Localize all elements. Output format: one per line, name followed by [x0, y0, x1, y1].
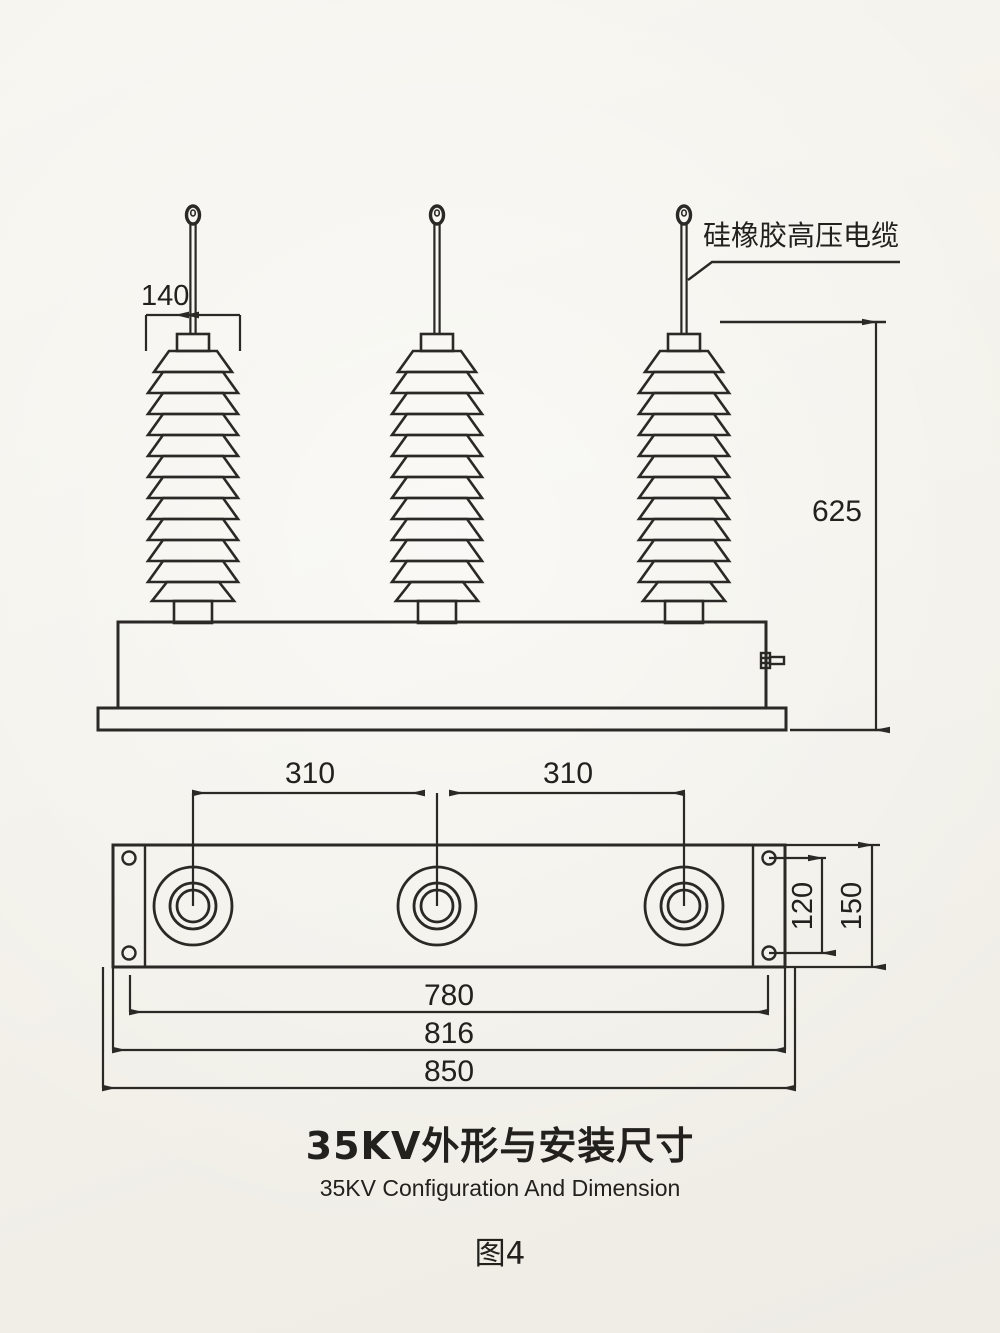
cable-callout: 硅橡胶高压电缆 [687, 220, 900, 281]
dimension-150: 150 [785, 841, 886, 971]
insulator-phase-b [389, 204, 485, 625]
mounting-hole-bl [121, 945, 137, 961]
dimension-850: 850 [101, 967, 797, 1092]
title-chinese: 35KV外形与安装尺寸 [305, 1124, 695, 1168]
dimension-310-left-label: 310 [285, 757, 335, 790]
dimension-625: 625 [720, 318, 890, 734]
dimension-816-label: 816 [424, 1017, 474, 1050]
dimension-850-label: 850 [424, 1055, 474, 1088]
mounting-hole-tl [121, 850, 137, 866]
dimension-120: 120 [769, 854, 836, 957]
shed-stack-a [145, 349, 241, 603]
dimension-310-left: 310 [192, 757, 425, 797]
dimension-816: 816 [111, 967, 787, 1054]
dimension-140: 140 [141, 280, 242, 351]
cable-leader-line [687, 260, 900, 281]
shed-stack-c [636, 349, 732, 603]
dimension-780: 780 [128, 975, 770, 1016]
dimension-310-right: 310 [449, 757, 685, 797]
plan-extension-lines [191, 793, 686, 906]
dimension-120-label: 120 [787, 882, 819, 930]
dimension-780-label: 780 [424, 979, 474, 1012]
dimension-140-label: 140 [141, 280, 189, 312]
dimension-310-right-label: 310 [543, 757, 593, 790]
cable-label: 硅橡胶高压电缆 [703, 220, 899, 251]
elevation-view [96, 204, 788, 732]
title-english: 35KV Configuration And Dimension [319, 1175, 681, 1201]
dimension-625-label: 625 [812, 495, 862, 528]
insulator-stem-c [663, 599, 705, 625]
plan-base-plate [111, 843, 787, 969]
figure-number: 图4 [474, 1236, 526, 1272]
dimension-150-label: 150 [836, 882, 868, 930]
insulator-stem-a [172, 599, 214, 625]
shed-stack-b [389, 349, 485, 603]
base-plate-elevation [96, 706, 788, 732]
insulator-phase-a [145, 204, 241, 625]
plan-view [111, 793, 787, 969]
insulator-phase-c [636, 204, 732, 625]
enclosure-body [116, 620, 768, 710]
insulator-stem-b [416, 599, 458, 625]
ground-bolt-icon [759, 651, 786, 670]
